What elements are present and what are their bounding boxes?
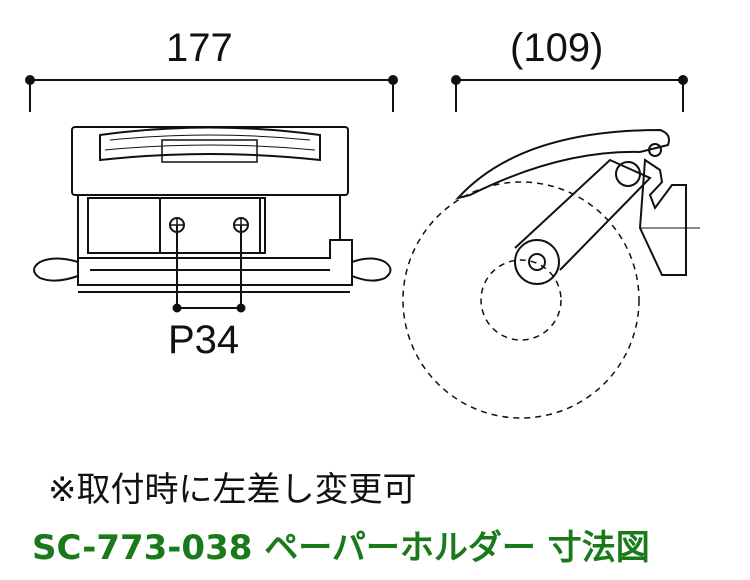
side-view [402, 128, 700, 419]
drawing-title: SC-773-038 ペーパーホルダー 寸法図 [32, 528, 650, 568]
width-dimension-label: 177 [166, 26, 233, 70]
depth-dimension-label: (109) [510, 26, 604, 70]
pitch-dimension-line [172, 225, 246, 313]
width-dimension-line [25, 75, 398, 112]
front-view [33, 126, 392, 293]
pitch-dimension-label: P34 [168, 318, 240, 362]
depth-dimension-line [451, 75, 688, 112]
mounting-note: ※取付時に左差し変更可 [48, 470, 417, 510]
